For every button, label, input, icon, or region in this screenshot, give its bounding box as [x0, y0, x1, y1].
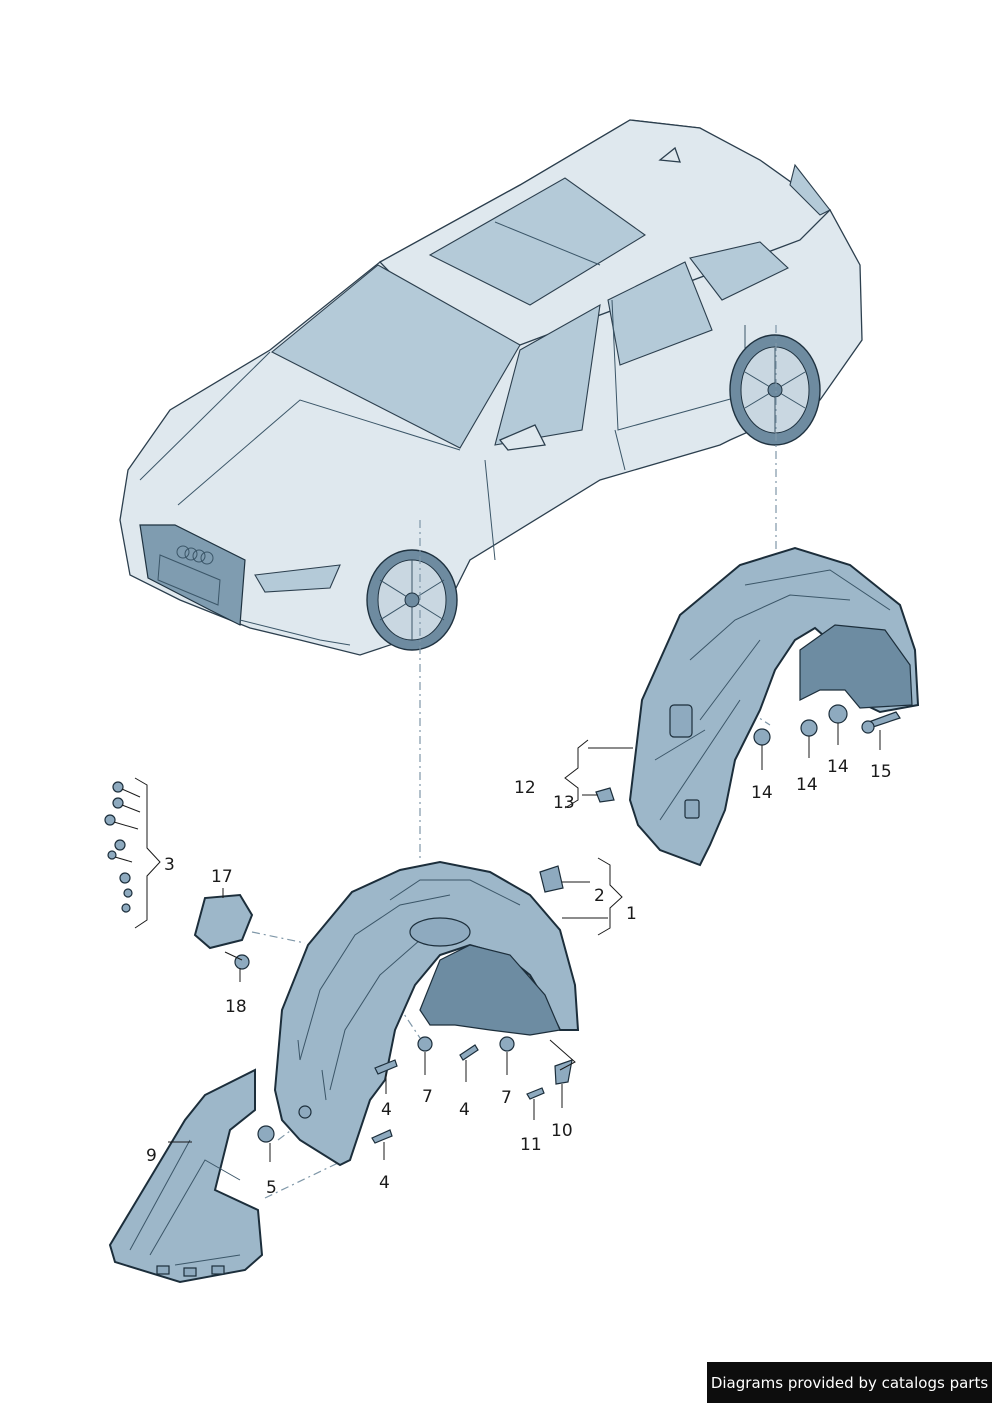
screw-set-part-3: [104, 781, 141, 913]
callout-labels: 1 2 3 4 4 4 5 7 7 9 10 11 12 13 14 14 14…: [146, 757, 892, 1198]
rear-wheel: [729, 334, 821, 446]
callout-5: 5: [266, 1178, 277, 1198]
callout-14: 14: [751, 783, 773, 803]
clip-part-2: [539, 865, 564, 893]
front-wheel-housing-liner: [273, 860, 580, 1167]
callout-leaders: [134, 723, 881, 1162]
car-illustration: [119, 119, 863, 656]
callout-14: 14: [796, 775, 818, 795]
bracket-part-17: [193, 893, 254, 970]
callout-7: 7: [422, 1087, 433, 1107]
front-wheel: [366, 549, 458, 651]
callout-13: 13: [553, 793, 575, 813]
callout-4: 4: [379, 1173, 390, 1193]
callout-10: 10: [551, 1121, 573, 1141]
callout-17: 17: [211, 867, 233, 887]
callout-11: 11: [520, 1135, 542, 1155]
callout-1: 1: [626, 904, 637, 924]
callout-15: 15: [870, 762, 892, 782]
callout-4: 4: [459, 1100, 470, 1120]
splash-shield-part-9: [108, 1068, 264, 1284]
callout-3: 3: [164, 855, 175, 875]
callout-7: 7: [501, 1088, 512, 1108]
front-small-fasteners: [257, 1036, 573, 1144]
credit-banner: Diagrams provided by catalogs parts: [707, 1362, 992, 1403]
brand-rings-icon: [176, 545, 214, 565]
callout-2: 2: [594, 886, 605, 906]
rear-small-parts: [595, 704, 901, 803]
callout-18: 18: [225, 997, 247, 1017]
callout-14: 14: [827, 757, 849, 777]
rear-wheel-housing-liner: [628, 546, 920, 867]
callout-4: 4: [381, 1100, 392, 1120]
callout-12: 12: [514, 778, 536, 798]
callout-9: 9: [146, 1146, 157, 1166]
